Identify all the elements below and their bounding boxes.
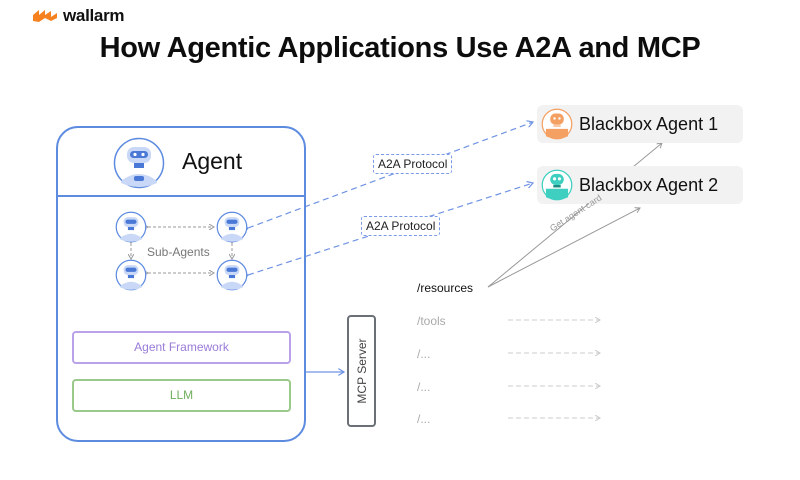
agent-container	[56, 126, 306, 442]
a2a-protocol-label-1: A2A Protocol	[373, 154, 453, 174]
brand-name: wallarm	[63, 6, 125, 25]
agent-label: Agent	[182, 148, 243, 174]
agent-divider	[56, 195, 306, 197]
blackbox-agent-2-label: Blackbox Agent 2	[579, 174, 719, 195]
route-tools: /tools	[417, 314, 446, 328]
wallarm-logo-icon	[33, 10, 57, 22]
wallarm-logo: wallarm	[33, 6, 125, 26]
blackbox-agent-2: Blackbox Agent 2	[537, 166, 743, 204]
mcp-server-label: MCP Server	[354, 338, 369, 404]
mcp-server-box: MCP Server	[347, 315, 376, 427]
agent-framework-layer: Agent Framework	[72, 331, 291, 364]
page-title: How Agentic Applications Use A2A and MCP	[99, 32, 701, 64]
sub-agents-label: Sub-Agents	[147, 245, 210, 259]
sub-agent-icon	[216, 259, 248, 291]
sub-agent-icon	[115, 259, 147, 291]
blackbox-agent-1-icon	[541, 108, 573, 140]
route-other: /...	[417, 380, 431, 394]
blackbox-agent-2-icon	[541, 169, 573, 201]
sub-agent-icon	[115, 211, 147, 243]
a2a-protocol-label-2: A2A Protocol	[361, 216, 441, 236]
agent-robot-icon	[113, 137, 165, 189]
blackbox-agent-1-label: Blackbox Agent 1	[579, 113, 719, 134]
route-resources: /resources	[417, 281, 474, 295]
route-other: /...	[417, 347, 431, 361]
blackbox-agent-1: Blackbox Agent 1	[537, 105, 743, 143]
llm-layer: LLM	[72, 379, 291, 412]
sub-agent-icon	[216, 211, 248, 243]
route-other: /...	[417, 412, 431, 426]
